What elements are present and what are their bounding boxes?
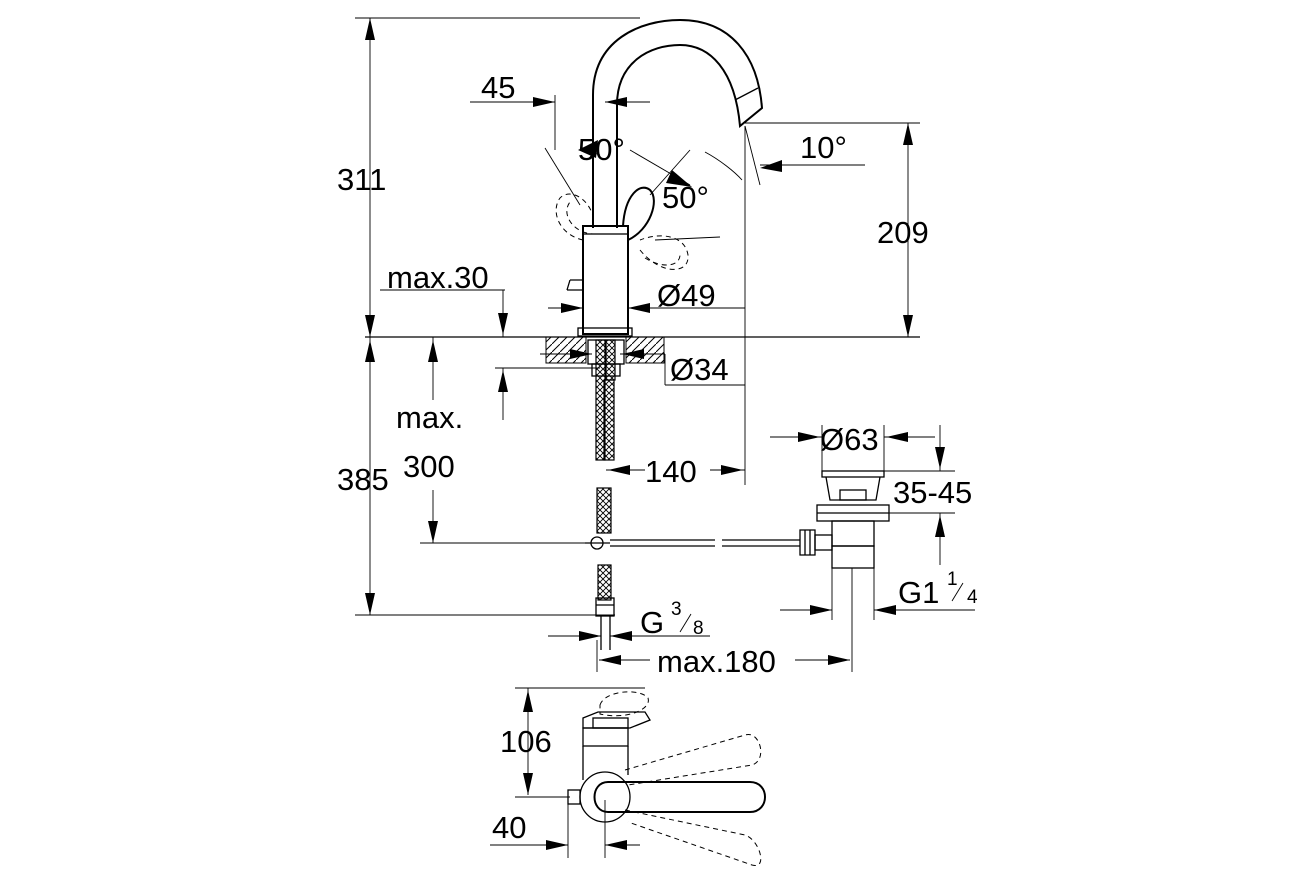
dim-inlet-thread-prefix: G [640,605,664,640]
dimension-lines [355,17,975,858]
dim-spout-height: 209 [877,215,929,250]
dim-waste-diameter: Ø63 [820,422,879,457]
dim-max-label: max. [396,400,463,435]
faucet-top-view [567,691,766,866]
dim-waste-thread-den: 4 [967,587,978,608]
dim-max-thickness: max.30 [387,260,489,295]
dim-waste-thread-num: 1 [947,569,958,590]
dim-total-height: 311 [337,162,386,197]
dim-reach: 140 [645,454,697,489]
dim-spout-angle: 10° [800,130,847,165]
dim-body-diameter: Ø49 [657,278,716,313]
dim-spout-offset: 45 [481,70,515,105]
dim-hole-diameter: Ø34 [670,352,729,387]
dimension-labels: 311 45 50° 50° 10° 209 max.30 Ø49 Ø34 ma… [337,70,978,845]
dim-inlet-thread-num: 3 [671,599,682,620]
dim-waste-range: 35-45 [893,475,972,510]
dim-inlet-thread-den: 8 [693,618,704,639]
dim-below-height: 385 [337,462,389,497]
dim-max-180: max.180 [657,644,776,679]
dim-lever-angle-left: 50° [578,132,625,167]
dim-top-view-offset: 40 [492,810,526,845]
waste-fitting [799,470,890,569]
dim-top-view-depth: 106 [500,724,552,759]
dim-max-300: 300 [403,449,455,484]
faucet-side-view [365,18,920,650]
dim-waste-thread-prefix: G1 [898,575,939,610]
dim-lever-angle-right: 50° [662,180,709,215]
